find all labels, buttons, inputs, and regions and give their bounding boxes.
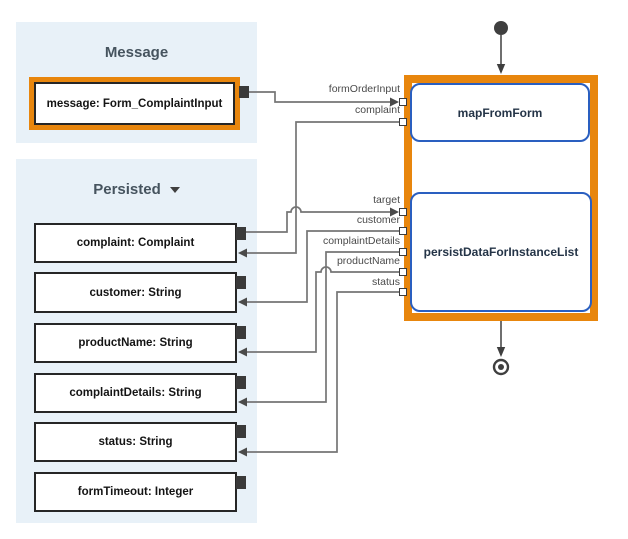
variable-message-output-port[interactable] [239, 86, 249, 98]
variable-formtimeout-output-port[interactable] [236, 476, 246, 489]
port-target[interactable] [399, 208, 407, 216]
arrowhead-formorderinput [390, 97, 399, 107]
variable-status-output-port[interactable] [236, 425, 246, 438]
wire-status-output-to-variable[interactable] [247, 291, 399, 453]
variable-customer-label: customer: String [89, 286, 182, 299]
variable-complaint[interactable]: complaint: Complaint [34, 223, 237, 263]
port-label-complaintdetails: complaintDetails [322, 235, 400, 247]
variable-productname-label: productName: String [78, 337, 193, 349]
variable-productname-output-port[interactable] [236, 326, 246, 339]
arrowhead-complaint-variable [238, 248, 247, 258]
variable-customer[interactable]: customer: String [34, 272, 237, 313]
port-label-target: target [373, 194, 400, 206]
variable-complaintdetails-label: complaintDetails: String [69, 387, 202, 399]
variable-formtimeout[interactable]: formTimeout: Integer [34, 472, 237, 512]
wire-complaint-output-to-variable[interactable] [247, 121, 399, 254]
port-label-formorderinput: formOrderInput [328, 83, 400, 95]
variable-complaint-output-port[interactable] [236, 227, 246, 240]
variable-formtimeout-label: formTimeout: Integer [77, 486, 194, 498]
message-panel-title-text: Message [104, 44, 169, 61]
variable-customer-output-port[interactable] [236, 276, 246, 289]
wire-customer-output-to-variable[interactable] [247, 230, 399, 303]
arrowhead-status-variable [238, 447, 247, 457]
variable-message-label: message: Form_ComplaintInput [34, 82, 235, 125]
wire-message-to-formorderinput[interactable] [249, 91, 390, 103]
chevron-down-icon[interactable] [169, 186, 180, 193]
wire-productname-output-to-variable[interactable] [247, 266, 399, 353]
persisted-panel-header[interactable]: Persisted [16, 181, 257, 198]
arrowhead-productname-variable [238, 347, 247, 357]
port-status[interactable] [399, 288, 407, 296]
start-node[interactable] [494, 21, 508, 35]
variable-productname[interactable]: productName: String [34, 323, 237, 363]
port-label-customer: customer [356, 214, 400, 226]
arrowhead-start [496, 64, 506, 74]
activity-persistdataforinstancelist[interactable]: persistDataForInstanceList [410, 192, 592, 312]
port-productname[interactable] [399, 268, 407, 276]
wire-complaint-variable-to-target[interactable] [246, 206, 390, 233]
variable-complaintdetails[interactable]: complaintDetails: String [34, 373, 237, 413]
arrowhead-customer-variable [238, 297, 247, 307]
port-label-status: status [371, 276, 400, 288]
activity-mapfromform[interactable]: mapFromForm [410, 83, 590, 142]
arrowhead-end [496, 347, 506, 357]
port-customer[interactable] [399, 227, 407, 235]
port-complaintdetails[interactable] [399, 248, 407, 256]
message-panel-title: Message [16, 44, 257, 61]
activity-mapfromform-label: mapFromForm [457, 105, 543, 120]
variable-message[interactable]: message: Form_ComplaintInput [29, 77, 240, 130]
variable-status-label: status: String [98, 436, 173, 448]
arrowhead-target [390, 207, 399, 217]
port-label-complaint: complaint [355, 104, 400, 116]
wire-complaintdetails-output-to-variable[interactable] [247, 251, 399, 403]
variable-complaintdetails-output-port[interactable] [236, 376, 246, 389]
port-label-productname: productName [336, 255, 400, 267]
activity-persistdataforinstancelist-label: persistDataForInstanceList [423, 245, 579, 259]
variable-status[interactable]: status: String [34, 422, 237, 462]
end-node-dot [498, 364, 504, 370]
variable-complaint-label: complaint: Complaint [76, 237, 195, 249]
arrowhead-complaintdetails-variable [238, 397, 247, 407]
port-complaint[interactable] [399, 118, 407, 126]
port-formorderinput[interactable] [399, 98, 407, 106]
persisted-panel-title-text: Persisted [93, 181, 161, 198]
